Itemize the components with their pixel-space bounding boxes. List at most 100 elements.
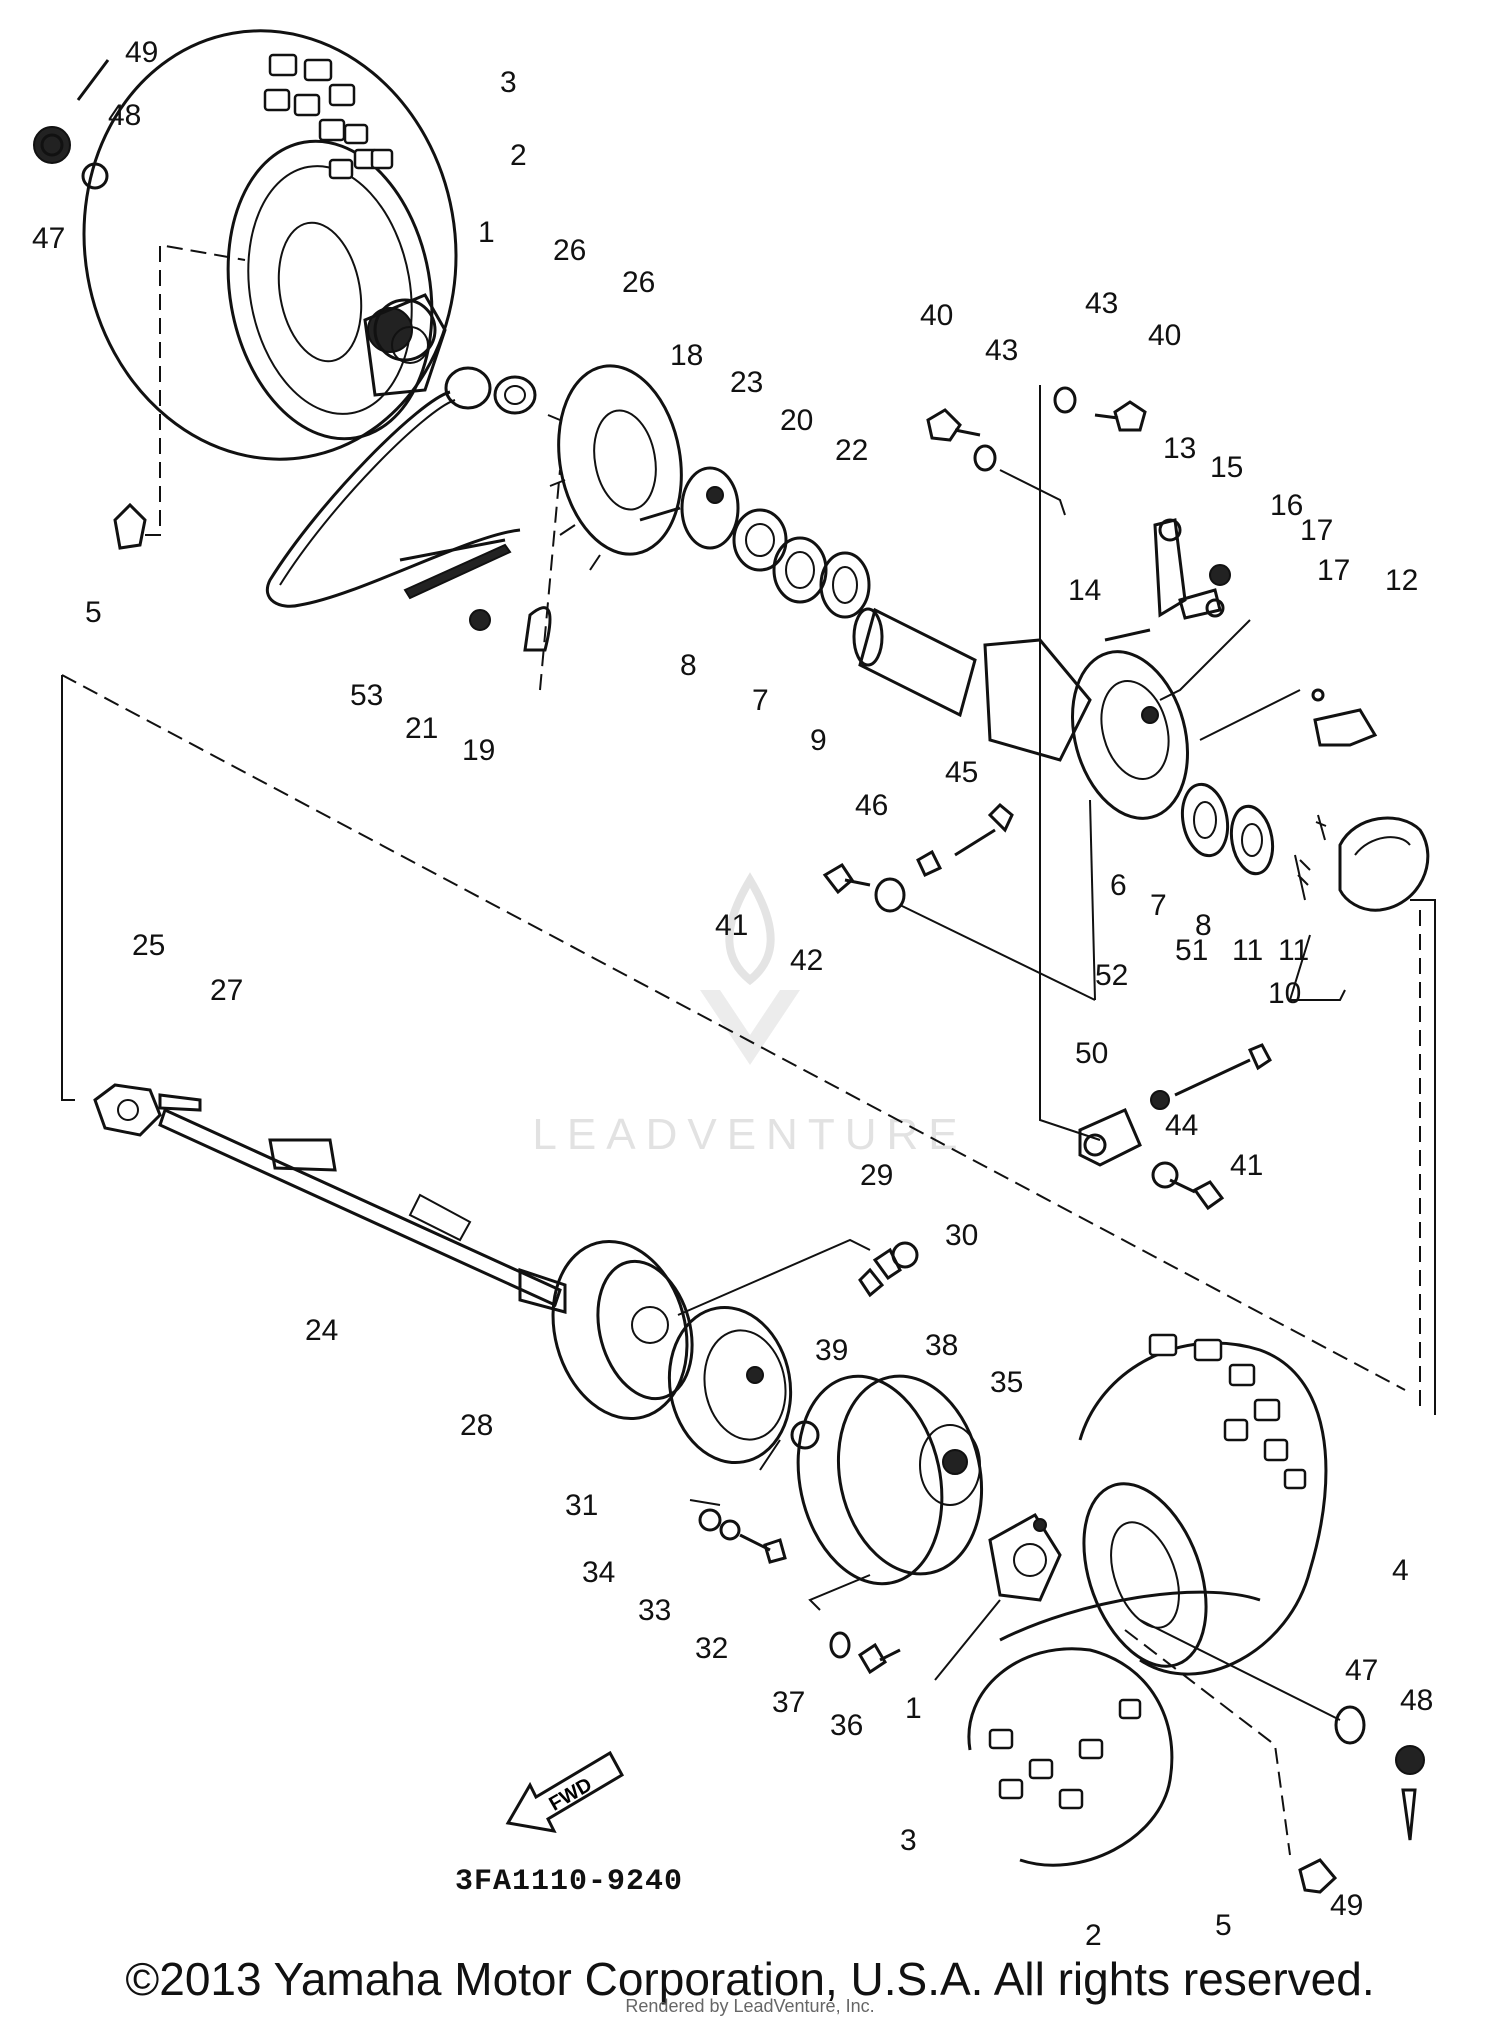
callout-39: 39 xyxy=(815,1334,848,1367)
callout-17: 17 xyxy=(1300,514,1333,547)
callout-45: 45 xyxy=(945,756,978,789)
callout-32: 32 xyxy=(695,1632,728,1665)
callout-26: 26 xyxy=(622,266,655,299)
axle xyxy=(93,1083,567,1314)
callout-49: 49 xyxy=(125,36,158,69)
callout-11: 11 xyxy=(1232,934,1263,967)
callout-48: 48 xyxy=(108,99,141,132)
hub-left xyxy=(551,1238,919,1421)
callout-21: 21 xyxy=(405,712,438,745)
guide-line-diagonal xyxy=(61,674,1406,1391)
callout-2: 2 xyxy=(1085,1919,1102,1952)
callout-53: 53 xyxy=(350,679,383,712)
callout-40: 40 xyxy=(1148,319,1181,352)
hub-top xyxy=(363,293,537,415)
callout-7: 7 xyxy=(752,684,769,717)
callout-40: 40 xyxy=(920,299,953,332)
callout-10: 10 xyxy=(1268,977,1301,1010)
lug-hardware-top xyxy=(33,59,110,190)
drive-chain xyxy=(265,390,521,608)
callout-7: 7 xyxy=(1150,889,1167,922)
forward-arrow-icon: FWD xyxy=(505,1750,625,1833)
copyright-notice: ©2013 Yamaha Motor Corporation, U.S.A. A… xyxy=(125,1953,1375,2005)
callout-46: 46 xyxy=(855,789,888,822)
rendered-by-notice: Rendered by LeadVenture, Inc. xyxy=(625,1996,875,2016)
sprocket xyxy=(547,364,683,571)
callout-14: 14 xyxy=(1068,574,1101,607)
callout-43: 43 xyxy=(1085,287,1118,320)
wheel-tire-bottom xyxy=(967,1333,1328,1867)
right-bearings xyxy=(1180,782,1275,876)
brake-drum xyxy=(667,1305,793,1471)
callout-28: 28 xyxy=(460,1409,493,1442)
callout-2: 2 xyxy=(510,139,527,172)
callout-1: 1 xyxy=(478,216,495,249)
callout-51: 51 xyxy=(1175,934,1208,967)
callout-29: 29 xyxy=(860,1159,893,1192)
sprocket-holder xyxy=(639,466,871,619)
drum-cover xyxy=(790,1374,984,1611)
callout-18: 18 xyxy=(670,339,703,372)
nut-top xyxy=(113,243,246,550)
callout-3: 3 xyxy=(900,1824,917,1857)
callout-5: 5 xyxy=(1215,1909,1232,1942)
callout-13: 13 xyxy=(1163,432,1196,465)
callout-27: 27 xyxy=(210,974,243,1007)
callout-30: 30 xyxy=(945,1219,978,1252)
lug-hardware-bottom xyxy=(1124,1619,1425,1894)
callout-17: 17 xyxy=(1317,554,1350,587)
callout-31: 31 xyxy=(565,1489,598,1522)
callout-34: 34 xyxy=(582,1556,615,1589)
callout-44: 44 xyxy=(1165,1109,1198,1142)
callout-41: 41 xyxy=(715,909,748,942)
adjuster-block xyxy=(1078,1043,1272,1211)
callout-52: 52 xyxy=(1095,959,1128,992)
axle-spacer xyxy=(852,607,977,718)
callout-8: 8 xyxy=(1195,909,1212,942)
callout-35: 35 xyxy=(990,1366,1023,1399)
cover-fasteners xyxy=(689,1499,901,1675)
callout-22: 22 xyxy=(835,434,868,467)
callout-50: 50 xyxy=(1075,1037,1108,1070)
callout-15: 15 xyxy=(1210,451,1243,484)
watermark-text: LEADVENTURE xyxy=(532,1110,968,1159)
callout-36: 36 xyxy=(830,1709,863,1742)
brake-cam-lever xyxy=(1104,518,1378,747)
callout-8: 8 xyxy=(680,649,697,682)
callout-37: 37 xyxy=(772,1686,805,1719)
callout-24: 24 xyxy=(305,1314,338,1347)
callout-25: 25 xyxy=(132,929,165,962)
wheel-tire-top xyxy=(82,29,458,461)
callout-38: 38 xyxy=(925,1329,958,1362)
callout-41: 41 xyxy=(1230,1149,1263,1182)
callout-48: 48 xyxy=(1400,1684,1433,1717)
leadventure-logo-watermark xyxy=(700,872,800,1065)
callout-4: 4 xyxy=(1392,1554,1409,1587)
callout-47: 47 xyxy=(32,222,65,255)
callout-43: 43 xyxy=(985,334,1018,367)
callout-33: 33 xyxy=(638,1594,671,1627)
callout-12: 12 xyxy=(1385,564,1418,597)
callout-49: 49 xyxy=(1330,1889,1363,1922)
callout-1: 1 xyxy=(905,1692,922,1725)
bearing-housing xyxy=(983,638,1190,1001)
callout-23: 23 xyxy=(730,366,763,399)
callout-26: 26 xyxy=(553,234,586,267)
callout-11: 11 xyxy=(1278,934,1309,967)
callout-3: 3 xyxy=(500,66,517,99)
diagram-code: 3FA1110-9240 xyxy=(455,1865,684,1899)
brake-shoe xyxy=(1288,814,1436,1415)
callout-20: 20 xyxy=(780,404,813,437)
guide-line-left xyxy=(61,675,75,1101)
callout-9: 9 xyxy=(810,724,827,757)
hub-bottom xyxy=(934,1512,1062,1681)
callout-42: 42 xyxy=(790,944,823,977)
callout-6: 6 xyxy=(1110,869,1127,902)
callout-16: 16 xyxy=(1270,489,1303,522)
callout-labels: 49 48 47 3 2 1 26 26 5 18 23 20 22 53 21… xyxy=(32,36,1433,1952)
adjuster-hardware xyxy=(822,802,1096,1001)
callout-5: 5 xyxy=(85,596,102,629)
chain-joint xyxy=(403,469,561,691)
callout-47: 47 xyxy=(1345,1654,1378,1687)
